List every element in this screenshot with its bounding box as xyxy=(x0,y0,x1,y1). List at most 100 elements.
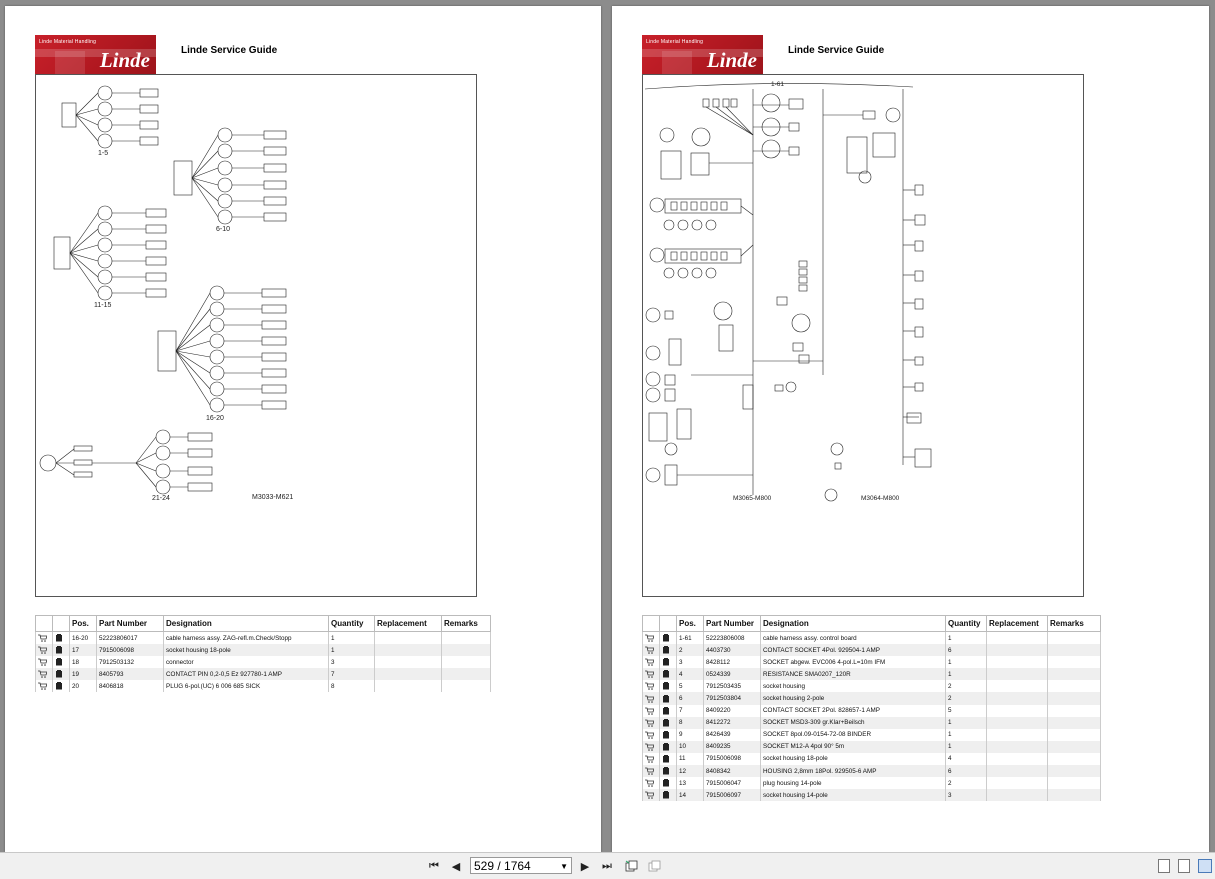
two-page-view-icon[interactable] xyxy=(1198,859,1212,873)
go-forward-view-icon[interactable] xyxy=(647,859,661,873)
cart-icon[interactable] xyxy=(645,634,657,642)
cell-designation: CONTACT PIN 0,2-0,5 Ez 927780-1 AMP xyxy=(163,668,329,681)
book-icon[interactable] xyxy=(662,670,674,678)
cell-replacement xyxy=(986,789,1048,802)
book-icon[interactable] xyxy=(55,658,67,666)
viewer-toolbar: ⏮ ◀ 529 / 1764 ▼ ▶ ⏭ xyxy=(0,852,1215,879)
book-icon[interactable] xyxy=(662,742,674,751)
cell-designation: socket housing 2-pole xyxy=(760,692,946,705)
page-number-input[interactable]: 529 / 1764 ▼ xyxy=(470,857,572,874)
cell-pos: 10 xyxy=(676,740,704,753)
single-page-view-icon[interactable] xyxy=(1158,859,1170,873)
cell-quantity: 7 xyxy=(328,668,375,681)
cell-pos: 14 xyxy=(676,789,704,802)
cell-part-number: 7915006047 xyxy=(703,777,761,790)
book-icon[interactable] xyxy=(55,634,67,642)
cart-icon[interactable] xyxy=(38,646,50,654)
cell-part-number: 0524339 xyxy=(703,668,761,681)
book-icon[interactable] xyxy=(662,634,674,642)
book-icon[interactable] xyxy=(55,670,67,678)
chevron-down-icon[interactable]: ▼ xyxy=(560,862,568,871)
first-page-icon[interactable]: ⏮ xyxy=(429,859,439,872)
cart-icon[interactable] xyxy=(645,682,657,691)
cell-designation: socket housing 18-pole xyxy=(760,752,946,766)
cell-designation: plug housing 14-pole xyxy=(760,777,946,790)
cell-designation: SOCKET M12-A 4pol 90° 5m xyxy=(760,740,946,753)
prev-page-icon[interactable]: ◀ xyxy=(451,860,461,873)
linde-logo: Linde Material Handling Linde xyxy=(642,35,763,75)
book-icon[interactable] xyxy=(662,730,674,739)
cell-pos: 3 xyxy=(676,656,704,669)
cell-pos: 1-61 xyxy=(676,631,704,645)
cell-pos: 2 xyxy=(676,644,704,657)
cart-icon[interactable] xyxy=(645,755,657,763)
book-icon[interactable] xyxy=(662,754,674,763)
table-row: 16-20 52223806017 cable harness assy. ZA… xyxy=(35,631,491,645)
cell-quantity: 1 xyxy=(945,740,987,753)
cart-icon[interactable] xyxy=(645,719,657,727)
cart-icon[interactable] xyxy=(38,670,50,679)
cart-icon[interactable] xyxy=(645,707,657,715)
cell-designation: CONTACT SOCKET 2Pol. 828657-1 AMP xyxy=(760,704,946,717)
cell-part-number: 8412272 xyxy=(703,716,761,729)
cell-replacement xyxy=(986,656,1048,669)
cell-replacement xyxy=(986,704,1048,717)
book-icon[interactable] xyxy=(662,718,674,727)
book-icon[interactable] xyxy=(55,682,67,690)
next-page-icon[interactable]: ▶ xyxy=(580,860,590,873)
cart-icon[interactable] xyxy=(645,767,657,775)
cart-icon[interactable] xyxy=(645,695,657,703)
cart-icon[interactable] xyxy=(645,731,657,739)
go-back-view-icon[interactable] xyxy=(624,859,638,873)
cell-remarks xyxy=(1047,777,1101,790)
book-icon[interactable] xyxy=(662,694,674,703)
book-icon[interactable] xyxy=(55,646,67,654)
book-icon[interactable] xyxy=(662,706,674,715)
col-header-replacement: Replacement xyxy=(374,615,442,632)
logo-brand: Linde xyxy=(99,48,150,72)
document-viewer[interactable]: Linde Material Handling Linde Linde Serv… xyxy=(0,0,1215,852)
cart-icon[interactable] xyxy=(645,658,657,667)
parts-table-left: Pos. Part Number Designation Quantity Re… xyxy=(35,615,491,693)
cart-icon[interactable] xyxy=(38,634,50,642)
continuous-view-icon[interactable] xyxy=(1178,859,1190,873)
book-icon[interactable] xyxy=(662,779,674,787)
col-header-remarks: Remarks xyxy=(1047,615,1101,632)
cell-remarks xyxy=(1047,704,1101,717)
cell-remarks xyxy=(1047,656,1101,669)
cart-icon[interactable] xyxy=(38,658,50,667)
cell-part-number: 7912503435 xyxy=(703,680,761,693)
cell-part-number: 7912503132 xyxy=(96,656,164,669)
cell-replacement xyxy=(986,752,1048,766)
book-icon[interactable] xyxy=(662,791,674,799)
book-icon[interactable] xyxy=(662,646,674,654)
cell-replacement xyxy=(986,644,1048,657)
cell-pos: 6 xyxy=(676,692,704,705)
book-icon[interactable] xyxy=(662,658,674,666)
cell-remarks xyxy=(1047,692,1101,705)
last-page-icon[interactable]: ⏭ xyxy=(602,859,612,872)
cart-icon[interactable] xyxy=(645,670,657,679)
cell-replacement xyxy=(986,777,1048,790)
col-header-designation: Designation xyxy=(163,615,329,632)
page-title: Linde Service Guide xyxy=(181,45,278,56)
cart-icon[interactable] xyxy=(645,646,657,654)
table-row: 18 7912503132 connector 3 xyxy=(35,656,491,669)
cart-icon[interactable] xyxy=(645,791,657,800)
cell-remarks xyxy=(441,680,491,693)
cart-icon[interactable] xyxy=(645,779,657,787)
col-header-pos: Pos. xyxy=(69,615,97,632)
cell-part-number: 8409220 xyxy=(703,704,761,717)
book-icon[interactable] xyxy=(662,767,674,775)
cart-icon[interactable] xyxy=(38,682,50,691)
cart-icon[interactable] xyxy=(645,743,657,751)
cell-remarks xyxy=(1047,789,1101,802)
cell-remarks xyxy=(441,656,491,669)
book-icon[interactable] xyxy=(662,682,674,690)
cell-quantity: 1 xyxy=(328,644,375,657)
